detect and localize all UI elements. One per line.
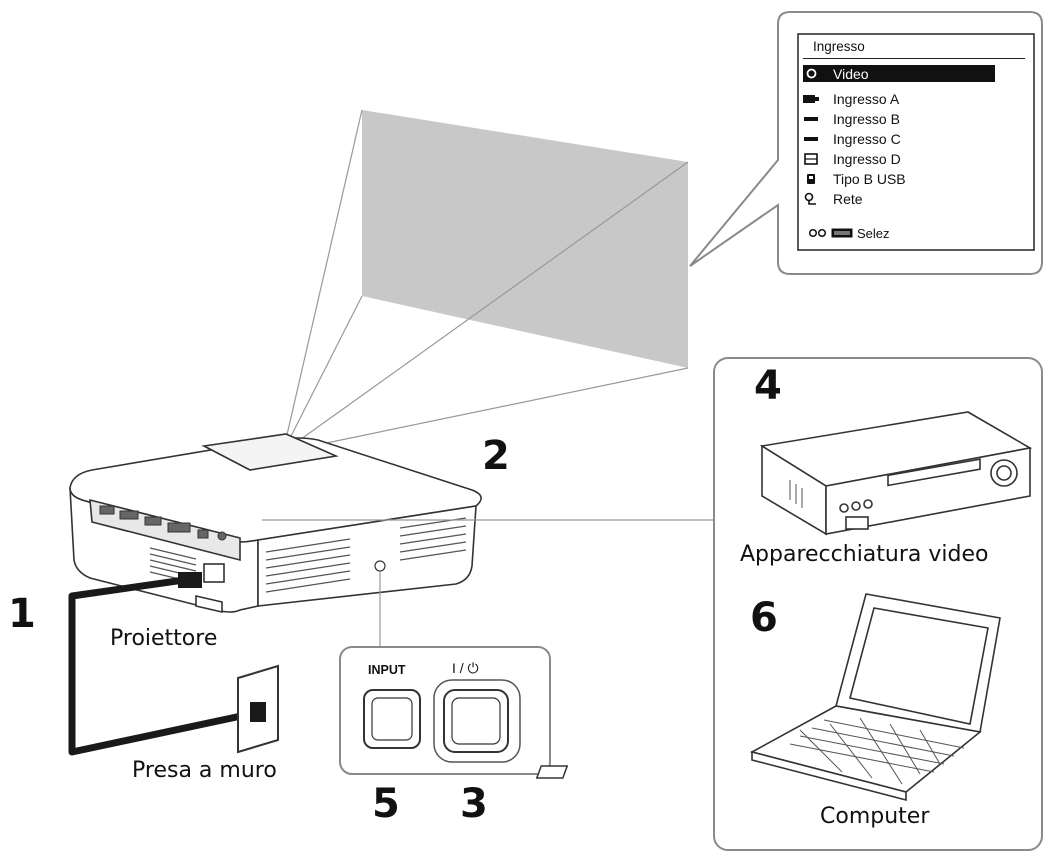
menu-item-label: Video <box>833 65 869 82</box>
wall-outlet-label: Presa a muro <box>132 758 277 783</box>
hdmi-icon <box>803 94 819 104</box>
monitor-icon <box>803 152 819 165</box>
video-equipment <box>759 411 1033 536</box>
side-button-indicator <box>374 560 386 572</box>
power-button <box>443 689 509 753</box>
enter-key-icon <box>831 226 853 241</box>
menu-item-label: Rete <box>833 190 863 207</box>
projection-screen <box>362 110 688 368</box>
menu-item-label: Ingresso B <box>833 110 900 127</box>
video-equipment-label: Apparecchiatura video <box>740 542 989 567</box>
step-number-2: 2 <box>482 433 510 479</box>
step-number-6: 6 <box>750 595 778 641</box>
input-button-label: INPUT <box>368 663 406 677</box>
menu-item-label: Tipo B USB <box>833 170 906 187</box>
projector-label: Proiettore <box>110 626 218 651</box>
menu-item-ingresso-c[interactable]: Ingresso C <box>803 130 995 147</box>
button-panel <box>339 646 551 775</box>
menu-item-tipo-b-usb[interactable]: Tipo B USB <box>803 170 995 187</box>
menu-item-label: Ingresso D <box>833 150 901 167</box>
menu-item-rete[interactable]: Rete <box>803 190 995 207</box>
power-button-label: I / ⏻ <box>452 660 479 676</box>
menu-divider <box>803 58 1025 59</box>
dash-icon <box>803 114 819 124</box>
step-number-5: 5 <box>372 781 400 827</box>
menu-title: Ingresso <box>813 39 865 54</box>
usb-icon <box>803 173 819 185</box>
power-cable <box>68 574 261 756</box>
step-number-4: 4 <box>754 363 782 409</box>
step-number-1: 1 <box>8 591 36 637</box>
radio-circle-icon <box>803 68 819 79</box>
step-number-3: 3 <box>460 781 488 827</box>
laptop-computer <box>535 593 1001 802</box>
computer-label: Computer <box>820 804 930 829</box>
menu-footer: Selez <box>808 226 890 241</box>
cable-plug-projector <box>178 572 202 588</box>
projector <box>69 433 482 614</box>
dash-icon <box>803 134 819 144</box>
menu-item-label: Ingresso A <box>833 90 900 107</box>
projection-rays <box>282 109 689 453</box>
network-icon <box>803 192 819 206</box>
input-button <box>363 689 421 749</box>
menu-item-label: Ingresso C <box>833 130 901 147</box>
menu-item-video[interactable]: Video <box>803 65 995 82</box>
menu-item-ingresso-b[interactable]: Ingresso B <box>803 110 995 127</box>
menu-footer-label: Selez <box>857 226 890 241</box>
menu-item-ingresso-a[interactable]: Ingresso A <box>803 90 995 107</box>
input-menu-osd: Ingresso Video Ingresso A Ingresso B Ing… <box>795 35 1031 251</box>
arrows-icon <box>808 226 827 241</box>
wall-outlet <box>237 664 279 754</box>
menu-item-ingresso-d[interactable]: Ingresso D <box>803 150 995 167</box>
